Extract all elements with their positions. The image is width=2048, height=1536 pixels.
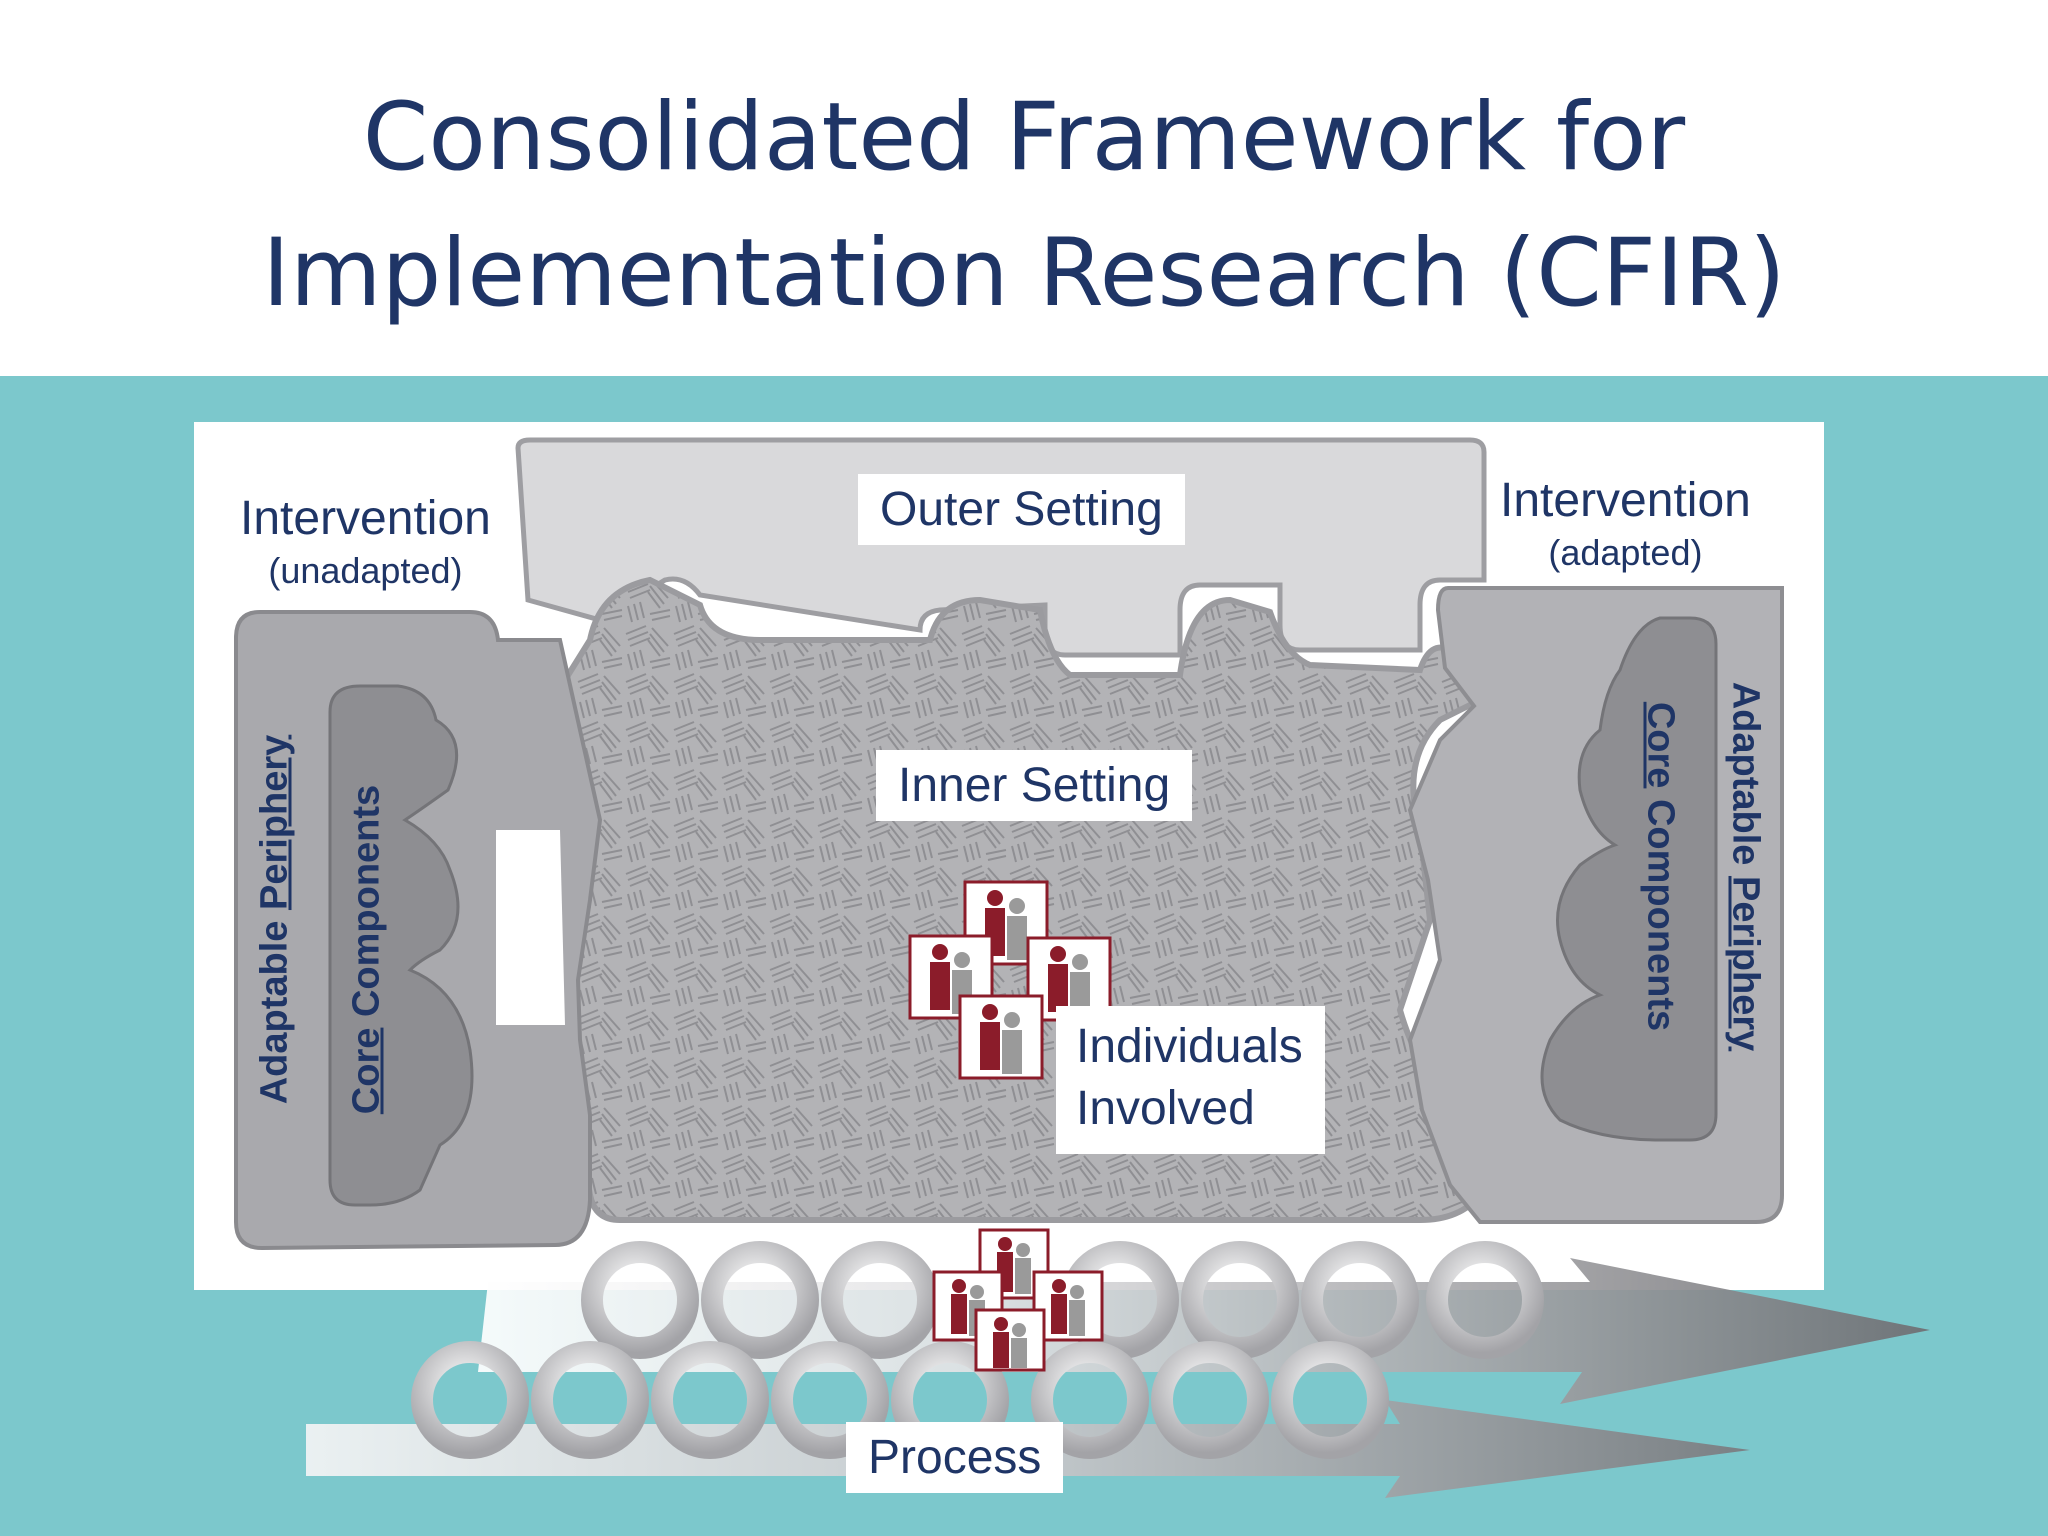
cycle-ring: [1301, 1241, 1419, 1359]
intervention-right-title: Intervention: [1500, 474, 1751, 527]
left-core-components-label: Core Components: [346, 750, 389, 1150]
process-label: Process: [846, 1422, 1064, 1493]
inner-setting-label: Inner Setting: [876, 750, 1193, 821]
left-components-word: Components: [345, 784, 388, 1018]
intervention-left-subtitle: (unadapted): [268, 550, 463, 592]
left-core-word: Core: [345, 1027, 388, 1115]
cycle-ring: [651, 1341, 769, 1459]
individuals-line-2: Involved: [1076, 1082, 1255, 1135]
cycle-ring: [581, 1241, 699, 1359]
right-core-components-shape: [1540, 616, 1718, 1142]
individuals-icon-cluster: [908, 880, 1112, 1080]
process-cycles-bottom: [411, 1341, 1389, 1459]
process-individuals-icon-cluster: [932, 1228, 1104, 1372]
title-line-1: Consolidated Framework for: [362, 83, 1686, 192]
right-components-word: Components: [1639, 798, 1682, 1032]
right-adaptable-word: Adaptable: [1724, 681, 1767, 866]
intervention-left-title: Intervention: [240, 492, 491, 545]
cycle-ring: [411, 1341, 529, 1459]
right-adaptable-periphery-label: Adaptable Periphery: [1724, 667, 1767, 1067]
cycle-ring: [771, 1341, 889, 1459]
left-notch: [496, 830, 565, 1025]
left-adaptable-periphery-label: Adaptable Periphery: [254, 720, 297, 1120]
cycle-ring: [821, 1241, 939, 1359]
right-core-components-label: Core Components: [1639, 667, 1682, 1067]
outer-setting-label: Outer Setting: [858, 474, 1185, 545]
cycle-ring: [1271, 1341, 1389, 1459]
cycle-ring: [1426, 1241, 1544, 1359]
individuals-line-1: Individuals: [1076, 1020, 1303, 1073]
left-adaptable-word: Adaptable: [253, 920, 296, 1105]
cycle-ring: [701, 1241, 819, 1359]
cycle-ring: [531, 1341, 649, 1459]
intervention-right-subtitle: (adapted): [1548, 532, 1703, 574]
title-line-2: Implementation Research (CFIR): [262, 219, 1786, 328]
slide-title: Consolidated Framework for Implementatio…: [0, 70, 2048, 342]
individuals-involved-label: Individuals Involved: [1056, 1006, 1325, 1154]
cycle-ring: [1151, 1341, 1269, 1459]
cycle-ring: [1031, 1341, 1149, 1459]
intervention-unadapted-label: Intervention (unadapted): [240, 492, 491, 592]
outer-setting-shape: [515, 437, 1487, 658]
cycle-ring: [1181, 1241, 1299, 1359]
people-icon: [974, 1308, 1046, 1372]
people-icon: [958, 994, 1044, 1080]
left-periphery-word: Periphery: [253, 734, 296, 911]
intervention-adapted-label: Intervention (adapted): [1500, 474, 1751, 574]
left-core-components-shape: [328, 684, 474, 1207]
right-periphery-word: Periphery: [1724, 875, 1767, 1052]
right-core-word: Core: [1639, 701, 1682, 789]
